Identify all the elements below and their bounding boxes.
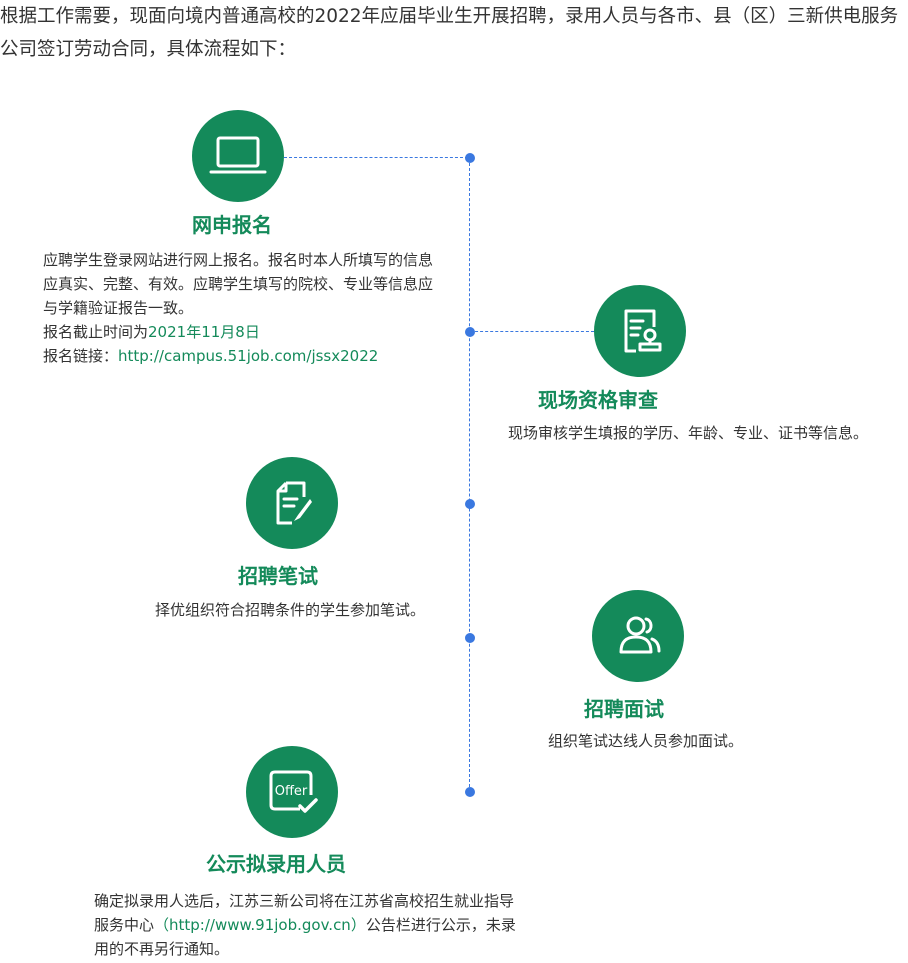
interview-badge xyxy=(592,590,684,682)
step-desc-exam: 择优组织符合招聘条件的学生参加笔试。 xyxy=(154,601,425,619)
step-title-review: 现场资格审查 xyxy=(538,388,658,412)
timeline-dot xyxy=(465,787,475,797)
step-desc-review: 现场审核学生填报的学历、年龄、专业、证书等信息。 xyxy=(508,424,869,442)
step-title-interview: 招聘面试 xyxy=(584,697,664,721)
step-desc-offer: 确定拟录用人选后，江苏三新公司将在江苏省高校招生就业指导服务中心（http://… xyxy=(94,889,516,961)
online-desc-text: 应聘学生登录网站进行网上报名。报名时本人所填写的信息应真实、完整、有效。应聘学生… xyxy=(43,251,434,317)
exam-badge xyxy=(246,457,338,549)
step-desc-interview: 组织笔试达线人员参加面试。 xyxy=(547,732,743,750)
people-icon xyxy=(619,616,661,654)
deadline-label: 报名截止时间为 xyxy=(43,323,149,341)
timeline-line xyxy=(469,158,470,792)
step-desc-online: 应聘学生登录网站进行网上报名。报名时本人所填写的信息应真实、完整、有效。应聘学生… xyxy=(43,248,435,368)
offer-link[interactable]: （http://www.91job.gov.cn） xyxy=(154,916,366,934)
review-badge xyxy=(594,285,686,377)
laptop-icon xyxy=(209,136,267,174)
connector-line xyxy=(284,157,468,158)
offer-icon-text: Offer xyxy=(275,784,308,799)
step-title-offer: 公示拟录用人员 xyxy=(206,852,346,876)
offer-desc-part1: 确定拟录用人选后，江苏三新公司将在江苏省高校招生就业指导服务中心 xyxy=(94,892,515,934)
apply-link-line: 报名链接：http://campus.51job.com/jssx2022 xyxy=(43,344,435,368)
online-application-badge xyxy=(192,110,284,202)
offer-badge: Offer xyxy=(246,746,338,838)
exam-pen-icon xyxy=(276,481,312,525)
connector-line xyxy=(470,331,594,332)
step-title-online: 网申报名 xyxy=(192,213,272,237)
timeline-dot xyxy=(465,153,475,163)
timeline-dot xyxy=(465,499,475,509)
offer-desc-part2: 公告栏进行公示，未录用的不再另行通知。 xyxy=(94,916,516,958)
step-title-exam: 招聘笔试 xyxy=(238,564,318,588)
apply-link-label: 报名链接： xyxy=(43,347,119,365)
deadline-line: 报名截止时间为2021年11月8日 xyxy=(43,320,435,344)
deadline-date: 2021年11月8日 xyxy=(148,323,260,341)
timeline-dot xyxy=(465,327,475,337)
apply-link[interactable]: http://campus.51job.com/jssx2022 xyxy=(118,347,379,365)
offer-check-icon: Offer xyxy=(269,770,318,813)
document-stamp-icon xyxy=(624,309,662,353)
intro-paragraph: 根据工作需要，现面向境内普通高校的2022年应届毕业生开展招聘，录用人员与各市、… xyxy=(0,6,899,60)
timeline-dot xyxy=(465,633,475,643)
